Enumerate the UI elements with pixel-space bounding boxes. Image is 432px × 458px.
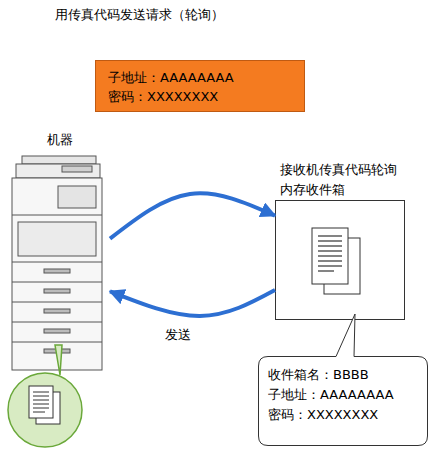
node-outline: [10, 155, 110, 375]
document-icon: [312, 228, 360, 294]
flow-arrow: [110, 193, 275, 238]
text-holder: 收件箱名：BBBB子地址：AAAAAAAA密码：XXXXXXXX: [258, 356, 428, 425]
flow-arrow: [110, 290, 275, 316]
node-text: 子地址：AAAAAAAA: [268, 385, 428, 405]
node-label: 子地址：AAAAAAAA: [108, 68, 304, 87]
text-holder: 接收机传真代码轮询 内存收件箱: [262, 160, 412, 200]
output-callout: [8, 345, 82, 447]
node-text: 密码：XXXXXXXX: [268, 405, 428, 425]
text-holder: 子地址：AAAAAAAA密码：XXXXXXXX: [96, 61, 304, 106]
node-label: 接收机传真代码轮询 内存收件箱: [280, 160, 400, 200]
diagram-title: 用传真代码发送请求（轮询）: [55, 6, 224, 24]
node-label: 机器: [10, 130, 110, 150]
inbox-callout: 收件箱名：BBBB子地址：AAAAAAAA密码：XXXXXXXX: [258, 356, 428, 446]
copier-illustration: [12, 156, 102, 370]
callout-shape: [259, 314, 428, 446]
parameter-box: 子地址：AAAAAAAA密码：XXXXXXXX: [95, 60, 305, 112]
machine: 机器: [10, 130, 110, 375]
text-holder: 机器: [10, 130, 110, 150]
node-text: 密码：XXXXXXXX: [108, 87, 304, 106]
node-label: 收件箱名：BBBB: [268, 365, 428, 385]
memory-inbox: 接收机传真代码轮询 内存收件箱: [262, 160, 412, 322]
edge-label: 发送: [165, 326, 191, 344]
node-outline: [275, 200, 405, 320]
